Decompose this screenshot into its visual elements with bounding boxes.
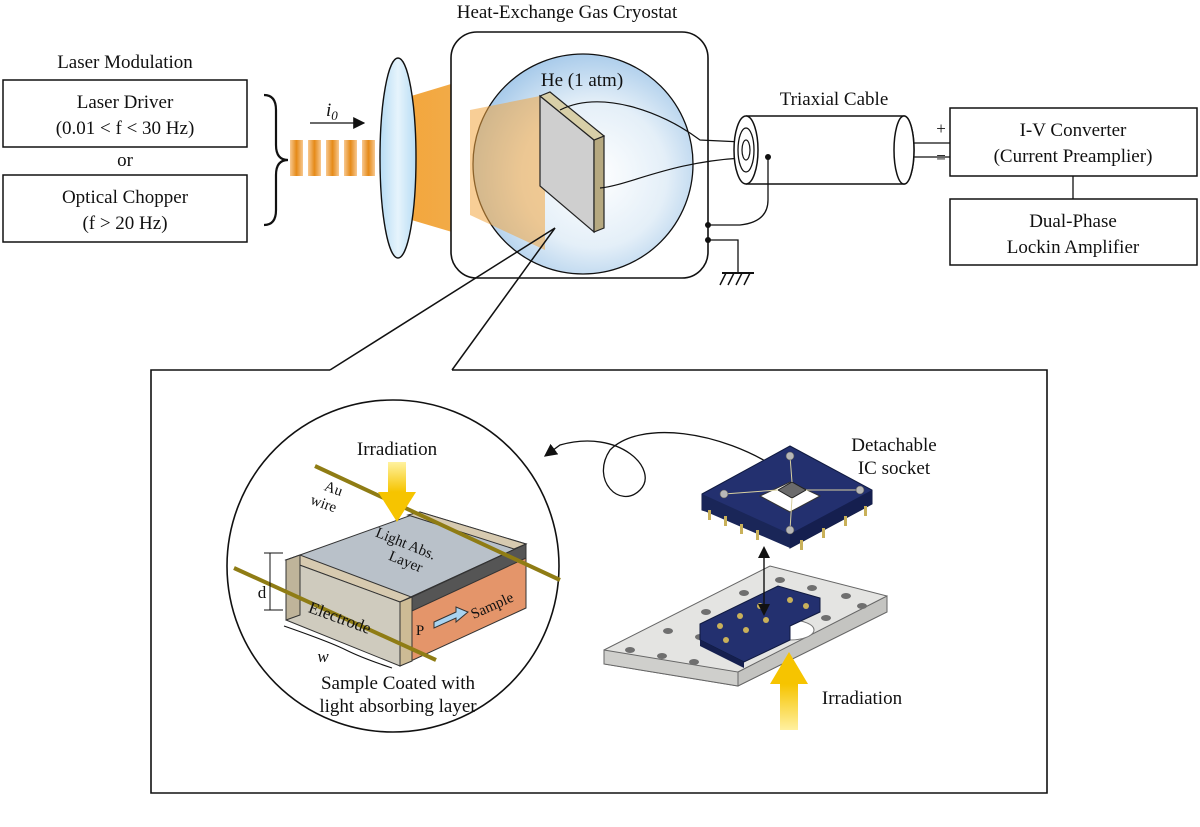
iv-converter-label: I-V Converter	[1020, 120, 1127, 141]
cryostat-group: Heat-Exchange Gas Cryostat He (1 atm)	[450, 2, 743, 279]
ground-wire	[708, 239, 739, 272]
irradiation-bottom-label: Irradiation	[822, 688, 903, 709]
sample-block	[233, 464, 561, 667]
lockin-label-1: Dual-Phase	[1029, 211, 1117, 232]
optical-chopper-frequency: (f > 20 Hz)	[82, 213, 167, 234]
lens-icon	[379, 57, 417, 259]
signal-wire-top	[559, 101, 743, 143]
modulated-pulses	[290, 140, 375, 176]
ground-icon	[719, 272, 754, 286]
laser-modulation-title: Laser Modulation	[57, 52, 193, 73]
optical-chopper-label: Optical Chopper	[62, 187, 189, 208]
plus-terminal: +	[936, 119, 946, 138]
lockin-label-2: Lockin Amplifier	[1007, 237, 1140, 258]
detail-panel	[150, 369, 1048, 794]
sample-detail-group: Irradiation Au wire Light Abs. Layer Ele…	[226, 399, 561, 733]
triaxial-cable-group: Triaxial Cable + =	[705, 89, 950, 286]
laser-driver-frequency: (0.01 < f < 30 Hz)	[56, 118, 195, 139]
w-label: w	[317, 647, 329, 666]
caption-line-2: light absorbing layer	[319, 696, 477, 717]
brace-icon	[263, 93, 289, 227]
laser-modulation-group: Laser Modulation Laser Driver (0.01 < f …	[2, 52, 289, 243]
minus-terminal: =	[936, 148, 946, 167]
irradiation-top-label: Irradiation	[357, 439, 438, 460]
irradiation-arrow-down-icon	[378, 462, 416, 522]
caption-line-1: Sample Coated with	[321, 673, 476, 694]
iv-converter-sublabel: (Current Preamplier)	[994, 146, 1153, 167]
loop-arrow	[543, 432, 781, 497]
optical-chopper-box	[2, 174, 248, 243]
laser-driver-box	[2, 79, 248, 148]
d-label: d	[258, 583, 267, 602]
laser-driver-label: Laser Driver	[77, 92, 174, 113]
current-symbol: i0	[326, 100, 338, 123]
cryostat-title: Heat-Exchange Gas Cryostat	[457, 2, 678, 23]
or-label: or	[117, 150, 134, 171]
au-wire-label-1: Au	[322, 479, 345, 500]
helium-label: He (1 atm)	[541, 70, 623, 91]
polarization-arrow-icon	[433, 606, 469, 629]
iv-converter-box	[949, 107, 1198, 177]
socket-label-1: Detachable	[851, 435, 936, 456]
upper-socket-pins	[708, 506, 867, 550]
triaxial-cable-label: Triaxial Cable	[780, 89, 889, 110]
irradiation-arrow-up-icon	[770, 652, 808, 730]
p-label: P	[416, 623, 424, 639]
ic-socket-group: Detachable IC socket	[603, 435, 937, 730]
socket-label-2: IC socket	[858, 458, 931, 479]
zoom-callout	[150, 227, 1048, 794]
lockin-amplifier-box	[949, 198, 1198, 266]
signal-wire-bottom	[599, 157, 743, 189]
instrument-group: I-V Converter (Current Preamplier) Dual-…	[949, 107, 1198, 266]
